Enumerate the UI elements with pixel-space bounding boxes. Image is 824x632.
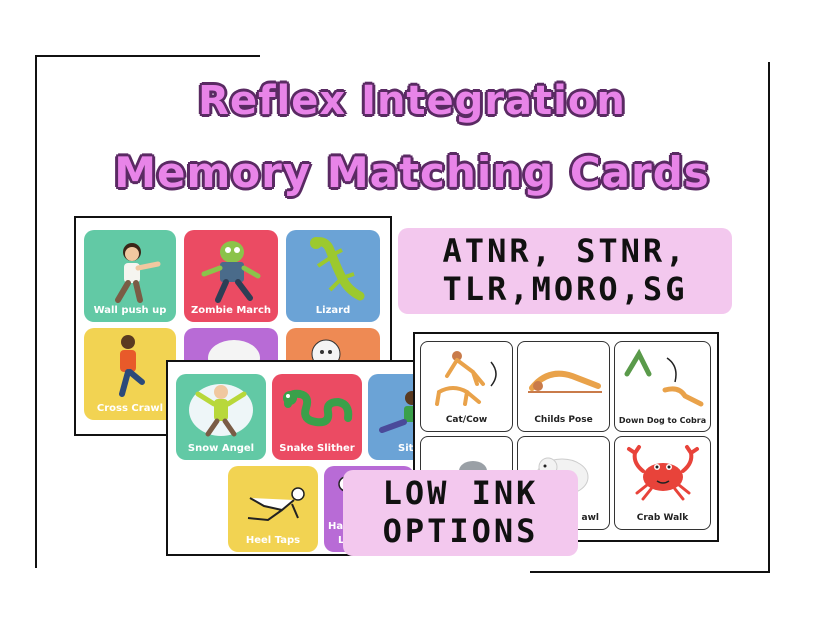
reflex-types-badge: ATNR, STNR, TLR,MORO,SG [398,228,732,314]
card-label: awl [581,513,599,523]
card-label: Snake Slither [279,443,355,454]
low-ink-line-1: LOW INK [382,474,539,512]
card-crab-walk: Crab Walk [614,436,711,530]
card-snake-slither: Snake Slither [272,374,362,460]
card-cat-cow: Cat/Cow [420,341,513,432]
card-snow-angel: Snow Angel [176,374,266,460]
card-label: Heel Taps [245,535,301,546]
title-line-1: Reflex Integration [198,78,626,124]
card-sheet-front: Snow Angel Snake Slither Sit W Heel Taps… [166,360,422,556]
card-label: Cat/Cow [445,415,488,425]
down-dog-icon [624,348,704,407]
title-line-2: Memory Matching Cards [114,148,710,197]
girl-cross-crawl-icon [119,335,145,397]
low-ink-line-2: OPTIONS [382,512,539,550]
card-down-dog-to-cobra: Down Dog to Cobra [614,341,711,432]
cat-cow-pose-icon [435,351,497,406]
snow-angel-icon [189,384,253,437]
boy-pushing-icon [115,243,161,303]
card-label: Zombie March [190,305,272,316]
reflex-types-line-1: ATNR, STNR, [442,232,688,270]
card-label: Snow Angel [187,443,255,454]
zombie-icon [201,241,261,303]
card-wall-push-up: Wall push up [84,230,176,322]
card-label: Lizard [315,305,351,316]
card-heel-taps: Heel Taps [228,466,318,552]
low-ink-badge: LOW INK OPTIONS [343,470,578,556]
reflex-types-line-2: TLR,MORO,SG [442,270,688,308]
card-label: Crab Walk [636,513,689,523]
card-label: Down Dog to Cobra [618,416,707,425]
childs-pose-icon [528,370,602,393]
card-sit: Sit W [368,374,420,460]
card-lizard: Lizard [286,230,380,322]
card-label: Wall push up [93,305,167,316]
snake-icon [283,389,353,427]
crab-icon [627,445,699,501]
heel-taps-icon [247,487,305,522]
card-childs-pose: Childs Pose [517,341,610,432]
card-cross-crawl: Cross Crawl [84,328,176,420]
card-label: Childs Pose [534,415,593,425]
lizard-icon [310,237,365,301]
card-label: Sit W [398,443,420,454]
card-label: Cross Crawl [96,403,164,414]
card-zombie-march: Zombie March [184,230,278,322]
